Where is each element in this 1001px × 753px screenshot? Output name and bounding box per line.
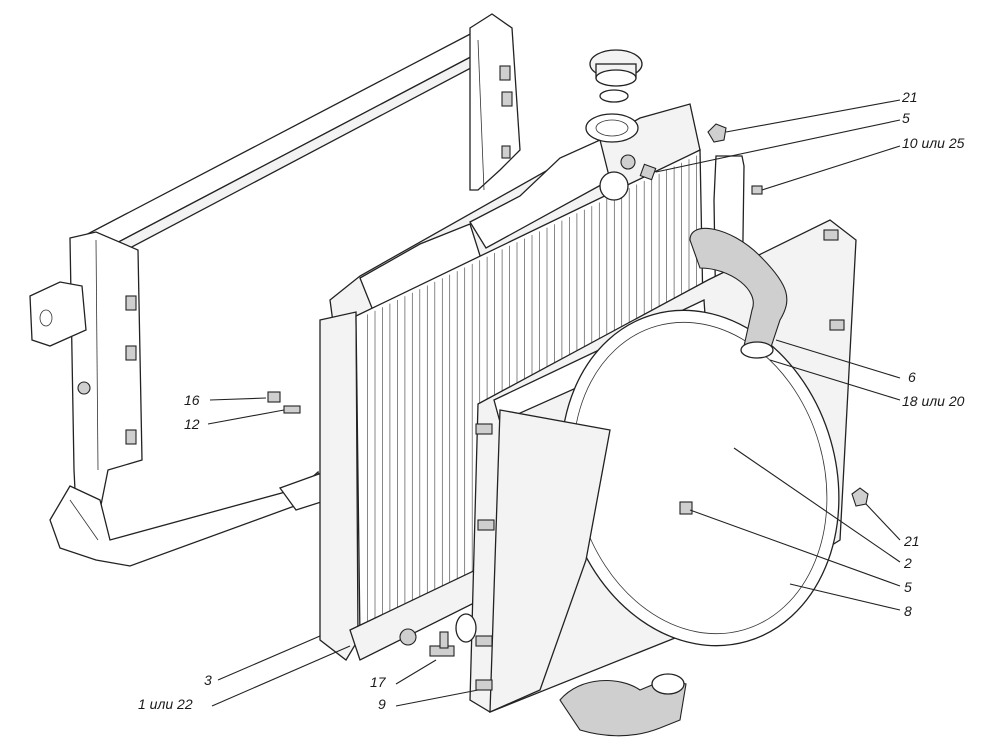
callout-16: 16: [184, 392, 200, 408]
radiator-cap: [589, 49, 643, 103]
callout-17: 17: [370, 674, 386, 690]
callout-5-bottom: 5: [904, 579, 912, 595]
callout-9: 9: [378, 696, 386, 712]
lower-hose: [559, 673, 687, 737]
callout-5-top: 5: [902, 110, 910, 126]
callout-12: 12: [184, 416, 200, 432]
callout-10-25: 10 или 25: [902, 135, 965, 151]
callout-3: 3: [204, 672, 212, 688]
callout-18-20: 18 или 20: [902, 393, 965, 409]
callout-8: 8: [904, 603, 912, 619]
leader-lines: [207, 99, 901, 707]
callout-21-top: 21: [902, 89, 918, 105]
hardware: [267, 123, 869, 657]
callout-21-bottom: 21: [904, 533, 920, 549]
callout-6: 6: [908, 369, 916, 385]
callout-1-22: 1 или 22: [138, 696, 193, 712]
upper-hose: [689, 227, 788, 359]
callout-2: 2: [904, 555, 912, 571]
radiator-frame: [29, 13, 521, 567]
